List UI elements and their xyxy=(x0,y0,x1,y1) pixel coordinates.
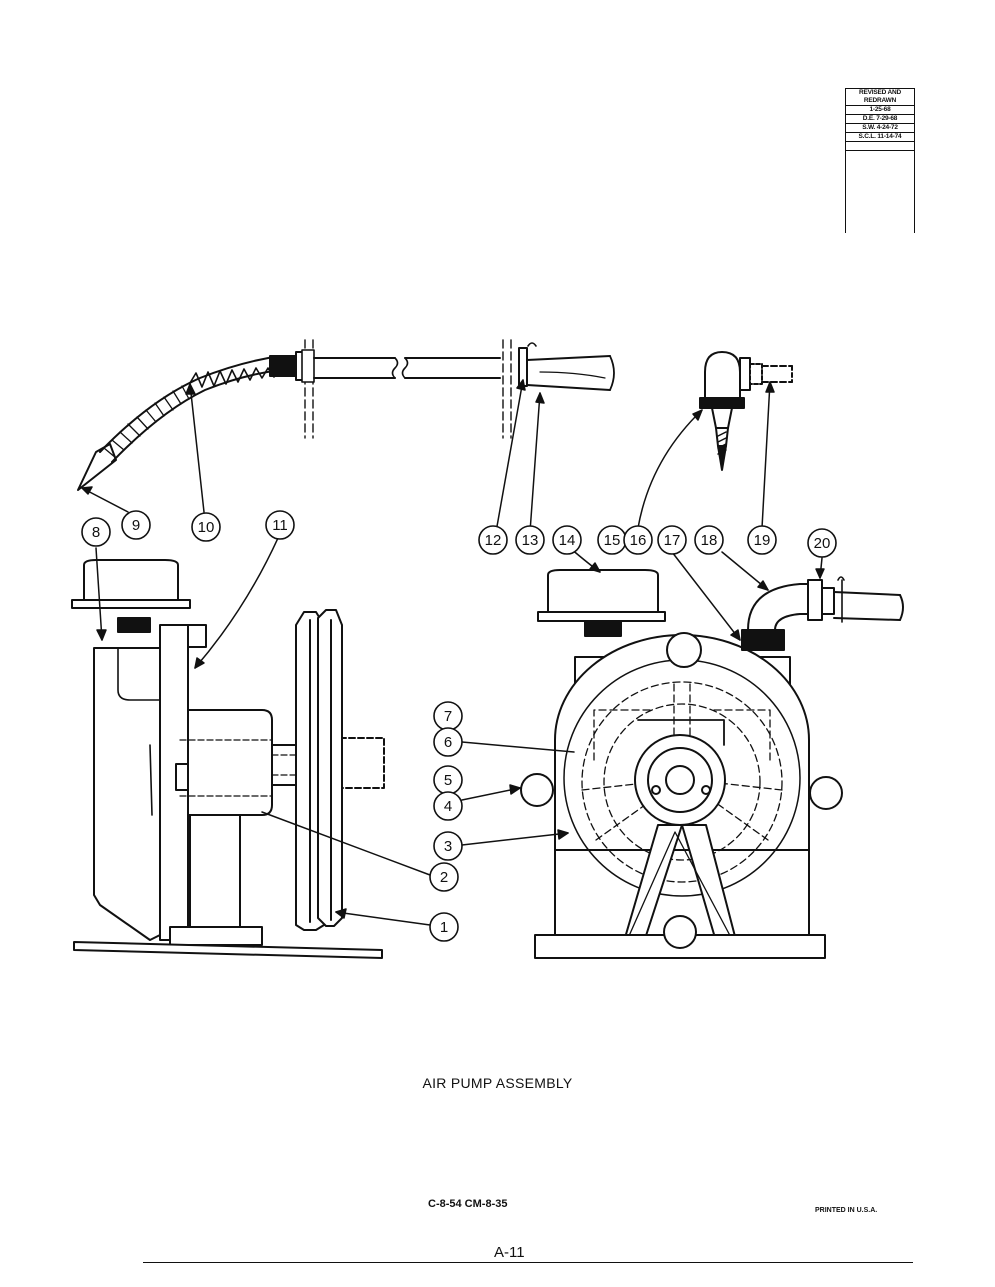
figure-caption: AIR PUMP ASSEMBLY xyxy=(422,1075,573,1091)
callout-label: 19 xyxy=(754,532,771,549)
callout-4: 4 xyxy=(433,791,463,821)
callout-label: 5 xyxy=(444,772,452,789)
callout-label: 15 xyxy=(604,532,621,549)
callout-label: 17 xyxy=(664,532,681,549)
callout-11: 11 xyxy=(265,510,295,540)
callout-12: 12 xyxy=(478,525,508,555)
callout-label: 8 xyxy=(92,524,100,541)
printed-note: PRINTED IN U.S.A. xyxy=(815,1207,878,1214)
callout-label: 18 xyxy=(701,532,718,549)
callout-label: 11 xyxy=(272,517,288,534)
revision-header: REVISED AND REDRAWN xyxy=(846,88,914,105)
revision-entry: D.E. 7-29-68 xyxy=(846,114,914,123)
page-number: A-11 xyxy=(490,1244,529,1261)
revision-blank-row xyxy=(846,141,914,150)
callout-13: 13 xyxy=(515,525,545,555)
callout-16: 16 xyxy=(623,525,653,555)
revision-entry: S.W. 4-24-72 xyxy=(846,123,914,132)
revision-entry: S.C.L. 11-14-74 xyxy=(846,132,914,141)
callout-label: 14 xyxy=(559,532,576,549)
callout-label: 6 xyxy=(444,734,452,751)
callout-label: 4 xyxy=(444,798,452,815)
callout-label: 16 xyxy=(630,532,647,549)
callout-10: 10 xyxy=(191,512,221,542)
callout-label: 3 xyxy=(444,838,452,855)
callout-9: 9 xyxy=(121,510,151,540)
callout-label: 1 xyxy=(440,919,448,936)
callout-label: 9 xyxy=(132,517,140,534)
callout-20: 20 xyxy=(807,528,837,558)
hose-assembly xyxy=(77,339,615,491)
callout-3: 3 xyxy=(433,831,463,861)
callout-5: 5 xyxy=(433,765,463,795)
callout-19: 19 xyxy=(747,525,777,555)
callout-15: 15 xyxy=(597,525,627,555)
callout-2: 2 xyxy=(429,862,459,892)
check-valve-detail xyxy=(699,351,793,471)
callout-label: 7 xyxy=(444,708,452,725)
drawing-number: C-8-54 CM-8-35 xyxy=(428,1198,508,1210)
revision-block: REVISED AND REDRAWN 1-25-68 D.E. 7-29-68… xyxy=(845,88,915,233)
callout-label: 10 xyxy=(198,519,215,536)
revision-entry: 1-25-68 xyxy=(846,105,914,114)
callouts: 8 9 10 11 12 13 14 15 16 17 18 19 20 7 6… xyxy=(81,510,837,942)
page-rule xyxy=(143,1262,913,1263)
callout-17: 17 xyxy=(657,525,687,555)
callout-label: 13 xyxy=(522,532,539,549)
callout-label: 2 xyxy=(440,869,448,886)
callout-6: 6 xyxy=(433,727,463,757)
callout-label: 20 xyxy=(814,535,831,552)
callout-1: 1 xyxy=(429,912,459,942)
callout-14: 14 xyxy=(552,525,582,555)
callout-label: 12 xyxy=(485,532,502,549)
callout-7: 7 xyxy=(433,701,463,731)
callout-8: 8 xyxy=(81,517,111,547)
callout-18: 18 xyxy=(694,525,724,555)
pump-side-view xyxy=(71,559,385,959)
revision-divider xyxy=(846,150,914,151)
pump-front-view xyxy=(520,569,904,959)
leader-lines xyxy=(81,379,825,926)
